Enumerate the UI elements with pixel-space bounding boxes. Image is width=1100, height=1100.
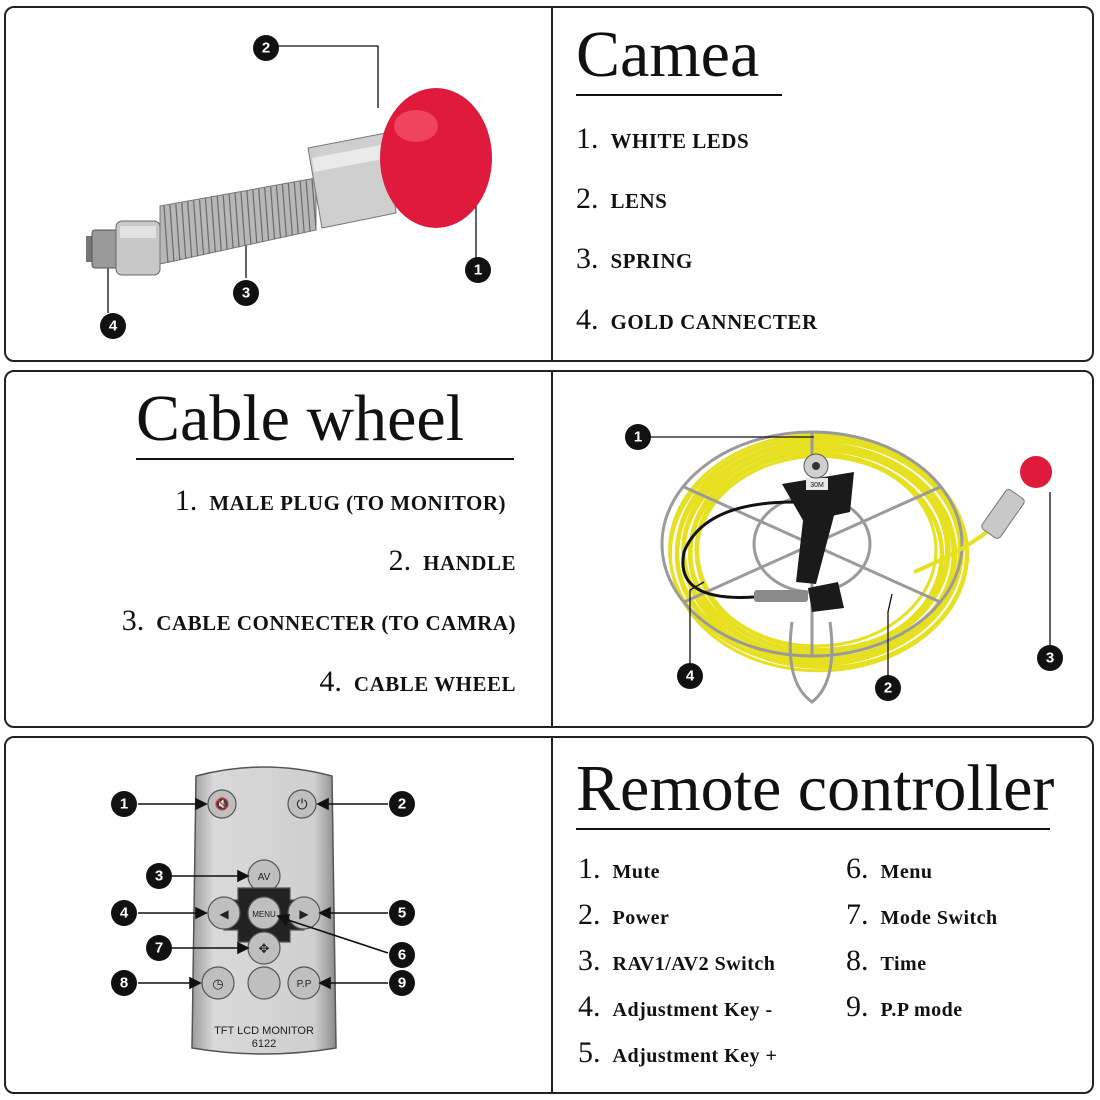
svg-text:2: 2	[398, 796, 406, 813]
power-icon: ⏻	[296, 796, 307, 812]
cable-wheel-item-3: 3.CABLE CONNECTER (TO CAMRA)	[121, 604, 516, 637]
svg-text:TFT LCD MONITOR: TFT LCD MONITOR	[214, 1025, 314, 1037]
camera-item-1: 1.WHITE LEDS	[576, 122, 750, 155]
callout-3: 3	[233, 280, 259, 306]
cable-wheel-item-4: 4.CABLE WHEEL	[319, 665, 516, 698]
remote-item-3: 3.RAV1/AV2 Switch	[578, 944, 776, 977]
callout-8: 8	[111, 970, 137, 996]
callout-2: 2	[875, 675, 901, 701]
svg-text:9: 9	[398, 975, 406, 992]
mode-icon: ✥	[259, 941, 270, 956]
svg-text:1: 1	[634, 429, 642, 446]
remote-item-1: 1.Mute	[578, 852, 661, 885]
panel-divider	[551, 372, 553, 726]
remote-item-5: 5.Adjustment Key +	[578, 1036, 778, 1069]
svg-text:AV: AV	[258, 872, 271, 883]
remote-item-6: 6.Menu	[846, 852, 933, 885]
svg-text:3: 3	[155, 868, 163, 885]
spring-coil	[159, 177, 317, 265]
svg-text:5: 5	[398, 905, 406, 922]
callout-3: 3	[146, 863, 172, 889]
svg-text:7: 7	[155, 940, 163, 957]
cable-wheel-panel: Cable wheel 1.MALE PLUG (TO MONITOR) 2.H…	[4, 370, 1094, 728]
svg-text:P.P: P.P	[297, 979, 312, 990]
left-arrow-icon: ◀	[219, 907, 229, 921]
svg-text:4: 4	[109, 318, 118, 335]
camera-item-3: 3.SPRING	[576, 242, 693, 275]
callout-1: 1	[465, 257, 491, 283]
clock-icon: ◷	[212, 976, 223, 991]
svg-text:4: 4	[686, 668, 695, 685]
callout-4: 4	[100, 313, 126, 339]
panel-divider	[551, 8, 553, 360]
callout-9: 9	[389, 970, 415, 996]
svg-text:4: 4	[120, 905, 129, 922]
svg-text:MENU: MENU	[252, 910, 276, 919]
remote-item-2: 2.Power	[578, 898, 670, 931]
callout-4: 4	[111, 900, 137, 926]
svg-text:6122: 6122	[252, 1038, 276, 1050]
callout-7: 7	[146, 935, 172, 961]
remote-item-9: 9.P.P mode	[846, 990, 963, 1023]
svg-text:1: 1	[120, 796, 128, 813]
callout-1: 1	[111, 791, 137, 817]
callout-3: 3	[1037, 645, 1063, 671]
cable-wheel-title: Cable wheel	[136, 386, 514, 460]
callout-6: 6	[389, 942, 415, 968]
mute-icon: 🔇	[215, 797, 230, 811]
callout-5: 5	[389, 900, 415, 926]
camera-illustration: 2 1 3 4	[86, 35, 492, 339]
callout-2: 2	[389, 791, 415, 817]
cable-wheel-item-2: 2.HANDLE	[388, 544, 516, 577]
svg-text:8: 8	[120, 975, 128, 992]
camera-item-4: 4.GOLD CANNECTER	[576, 303, 818, 336]
callout-4: 4	[677, 663, 703, 689]
camera-item-2: 2.LENS	[576, 182, 668, 215]
remote-item-7: 7.Mode Switch	[846, 898, 998, 931]
remote-panel: 🔇 ⏻ AV ◀ ▶ MENU ✥ ◷ P.P TFT LCD MONITOR …	[4, 736, 1094, 1094]
camera-title: Camea	[576, 22, 782, 96]
svg-text:3: 3	[1046, 650, 1054, 667]
remote-title: Remote controller	[576, 756, 1054, 830]
panel-divider	[551, 738, 553, 1092]
svg-text:3: 3	[242, 285, 250, 302]
callout-1: 1	[625, 424, 651, 450]
svg-text:2: 2	[884, 680, 892, 697]
cable-wheel-item-1: 1.MALE PLUG (TO MONITOR)	[174, 484, 506, 517]
led-lens-cap	[380, 88, 492, 228]
handle: 30M	[782, 453, 854, 584]
svg-text:30M: 30M	[810, 482, 824, 489]
svg-text:1: 1	[474, 262, 482, 279]
callout-2: 2	[253, 35, 279, 61]
remote-illustration: 🔇 ⏻ AV ◀ ▶ MENU ✥ ◷ P.P TFT LCD MONITOR …	[111, 766, 415, 1055]
camera-panel: 2 1 3 4 Camea 1.WHITE LEDS 2.LENS 3.SPRI…	[4, 6, 1094, 362]
remote-item-8: 8.Time	[846, 944, 927, 977]
cable-wheel-illustration: 30M 1 2 3 4	[625, 424, 1063, 704]
remote-item-4: 4.Adjustment Key -	[578, 990, 773, 1023]
svg-text:6: 6	[398, 947, 406, 964]
right-arrow-icon: ▶	[299, 907, 309, 921]
svg-text:2: 2	[262, 40, 270, 57]
